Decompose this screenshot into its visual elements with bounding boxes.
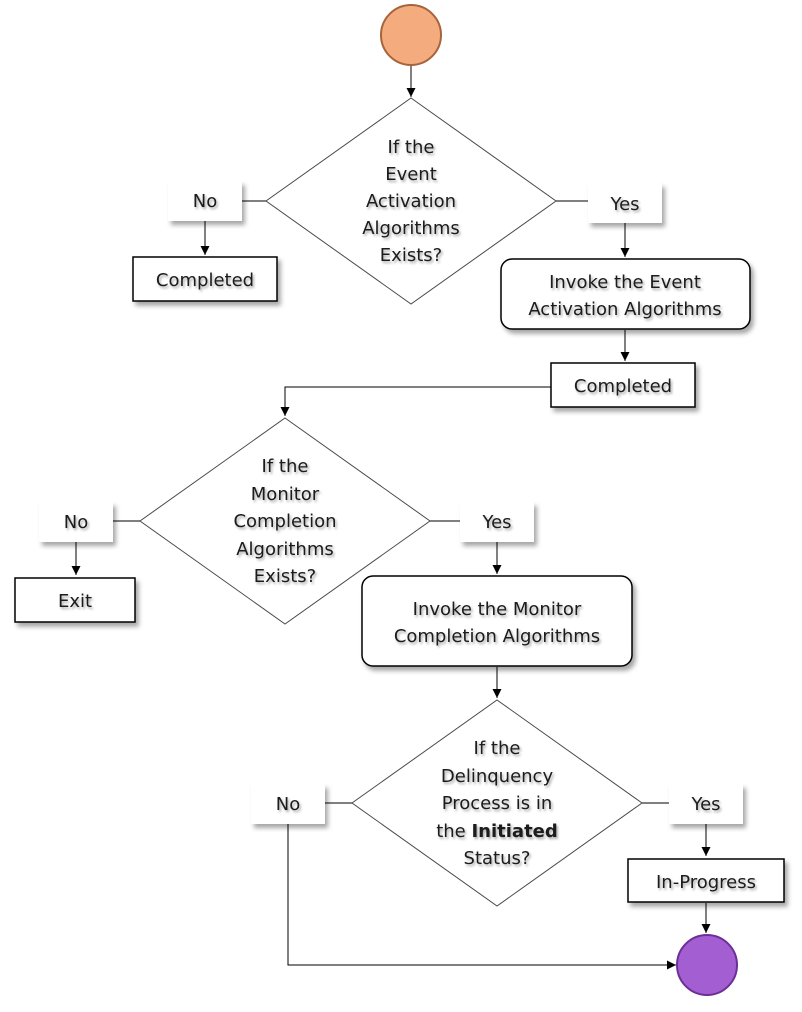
decision3-yes-result-box <box>627 858 785 903</box>
decision1-yes-action-box <box>500 258 751 330</box>
decision3-diamond <box>351 699 643 907</box>
decision2-no-label-box <box>39 502 113 542</box>
decision1-line5: Exists? <box>380 245 442 266</box>
decision1-yes-action-line1: Invoke the Event <box>549 272 701 293</box>
decision1-yes-label: Yes <box>609 194 639 215</box>
decision2-diamond <box>139 417 431 625</box>
decision1-line1: If the <box>388 137 435 158</box>
decision1-no-result-box <box>132 256 278 302</box>
decision2-line5: Exists? <box>254 566 316 587</box>
decision3-status-initiated: Initiated <box>471 821 557 842</box>
decision1-no-result: Completed <box>156 270 254 291</box>
decision1-line2: Event <box>385 164 437 185</box>
decision1-yes-action-line2: Activation Algorithms <box>528 299 721 320</box>
decision3-no-label: No <box>276 794 300 815</box>
connector-decision3-no-to-end <box>287 824 676 970</box>
decision3-line5: Status? <box>464 848 531 869</box>
decision3-line4-prefix: the <box>436 821 471 842</box>
decision2-yes-label: Yes <box>481 512 511 533</box>
decision3-line4: the Initiated <box>436 821 558 842</box>
decision2-no-result: Exit <box>58 591 92 612</box>
decision2-line3: Completion <box>233 511 336 532</box>
decision2-yes-action-line2: Completion Algorithms <box>394 626 600 647</box>
decision3-yes-label-box <box>669 784 743 824</box>
decision1-line4: Algorithms <box>362 218 460 239</box>
decision1-after-action: Completed <box>574 376 672 397</box>
decision1-text: If the Event Activation Algorithms Exist… <box>362 137 460 266</box>
decision3-text: If the Delinquency Process is in the Ini… <box>436 738 558 869</box>
decision3-yes-label: Yes <box>690 794 720 815</box>
decision3-line2: Delinquency <box>441 766 554 787</box>
decision3-line3: Process is in <box>442 793 553 814</box>
decision1-after-action-box <box>550 362 696 408</box>
end-node <box>676 934 738 996</box>
decision2-line4: Algorithms <box>236 539 334 560</box>
decision2-text: If the Monitor Completion Algorithms Exi… <box>233 456 336 587</box>
decision2-yes-label-box <box>460 502 534 542</box>
decision2-line1: If the <box>262 456 309 477</box>
decision2-yes-action-line1: Invoke the Monitor <box>413 599 582 620</box>
decision1-line3: Activation <box>366 191 456 212</box>
decision2-no-result-box <box>14 577 136 623</box>
decision3-no-label-box <box>251 784 325 824</box>
decision1-no-label: No <box>193 191 217 212</box>
connector-to-decision2 <box>280 386 551 416</box>
decision1-yes-label-box <box>588 183 662 223</box>
decision2-no-label: No <box>64 512 88 533</box>
decision3-line1: If the <box>474 738 521 759</box>
decision1-no-label-box <box>168 181 242 221</box>
decision2-yes-action-box <box>361 575 633 667</box>
start-node <box>380 4 442 66</box>
decision3-yes-result: In-Progress <box>656 872 756 893</box>
decision1-diamond <box>265 97 557 305</box>
decision2-line2: Monitor <box>251 484 320 505</box>
